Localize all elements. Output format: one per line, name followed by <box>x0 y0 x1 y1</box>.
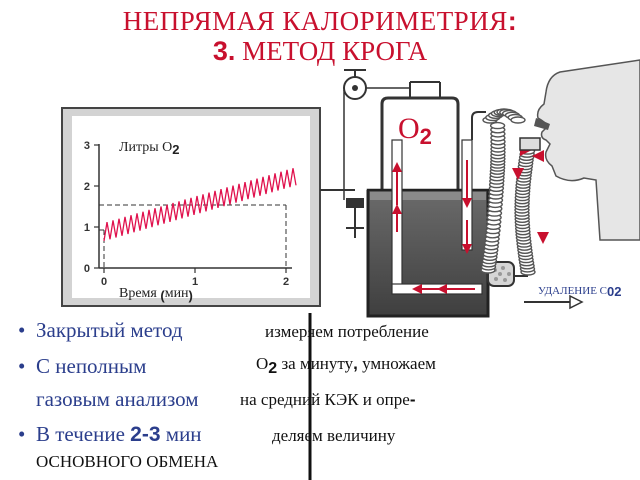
x-tick-marks <box>103 268 287 273</box>
x-tick-1: 1 <box>192 276 198 288</box>
y-tick-3: 3 <box>84 140 90 152</box>
flow-arrows <box>392 160 475 294</box>
y-tick-marks <box>94 144 99 269</box>
slide-title-line1: НЕПРЯМАЯ КАЛОРИМЕТРИЯ: <box>122 6 518 36</box>
basal-metabolism-label: ОСНОВНОГО ОБМЕНА <box>36 452 219 471</box>
bullet-gas-analysis: газовым анализом <box>36 387 199 411</box>
breathing-hoses <box>480 108 536 276</box>
recording-paper <box>72 116 310 298</box>
co2-removal-label: УДАЛЕНИЕ С02 <box>538 284 622 299</box>
counterweight <box>346 198 364 208</box>
desc-line-1: измеряем потребление <box>265 322 429 341</box>
y-axis-label: Литры О2 <box>119 140 180 157</box>
hose-ring <box>489 121 506 130</box>
bullet-incomplete: •С неполным <box>18 354 147 378</box>
mouthpiece <box>519 137 541 151</box>
x-tick-labels: 0 1 2 <box>101 276 289 288</box>
desc-line-3: на средний КЭК и опре- <box>240 390 416 409</box>
y-tick-2: 2 <box>84 181 90 193</box>
bullet-duration: •В течение 2-3 мин <box>18 422 202 446</box>
bullet-closed-method: •Закрытый метод <box>18 318 183 342</box>
desc-line-4: деляем величину <box>272 426 396 445</box>
head-silhouette <box>536 59 640 241</box>
nose-clip <box>534 118 550 130</box>
x-tick-0: 0 <box>101 276 107 288</box>
hose-ring <box>510 116 526 124</box>
y-tick-labels: 3 2 1 0 <box>84 140 90 275</box>
respiration-trace <box>103 168 297 242</box>
y-tick-0: 0 <box>84 263 90 275</box>
y-tick-1: 1 <box>84 222 90 234</box>
x-tick-2: 2 <box>283 276 289 288</box>
reference-dashes <box>99 204 287 268</box>
slide-title-line2: 3. МЕТОД КРОГА <box>212 36 428 66</box>
oxygen-label: О2 <box>398 112 432 149</box>
x-axis-label: Время (мин) <box>119 286 193 303</box>
desc-line-2: О2 за минуту, умножаем <box>256 354 436 377</box>
